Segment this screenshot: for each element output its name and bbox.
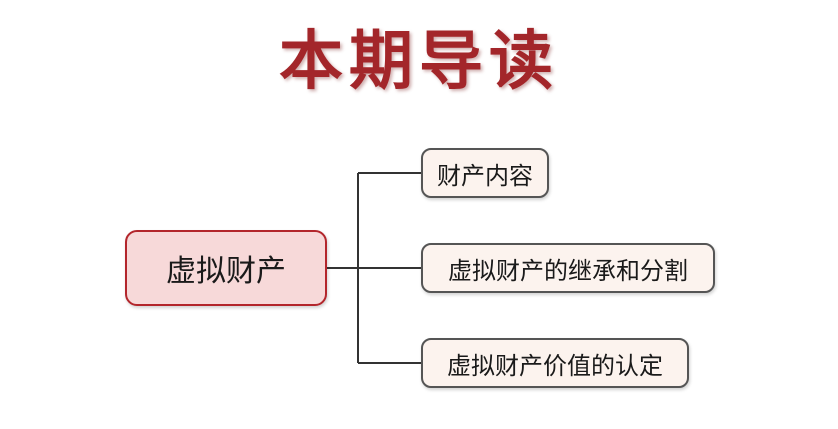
child-node-property-content: 财产内容	[421, 148, 549, 198]
child-node-inheritance-division: 虚拟财产的继承和分割	[421, 243, 715, 293]
root-node: 虚拟财产	[125, 230, 327, 306]
page-title: 本期导读	[279, 24, 559, 99]
child-node-value-determination: 虚拟财产价值的认定	[421, 338, 689, 388]
